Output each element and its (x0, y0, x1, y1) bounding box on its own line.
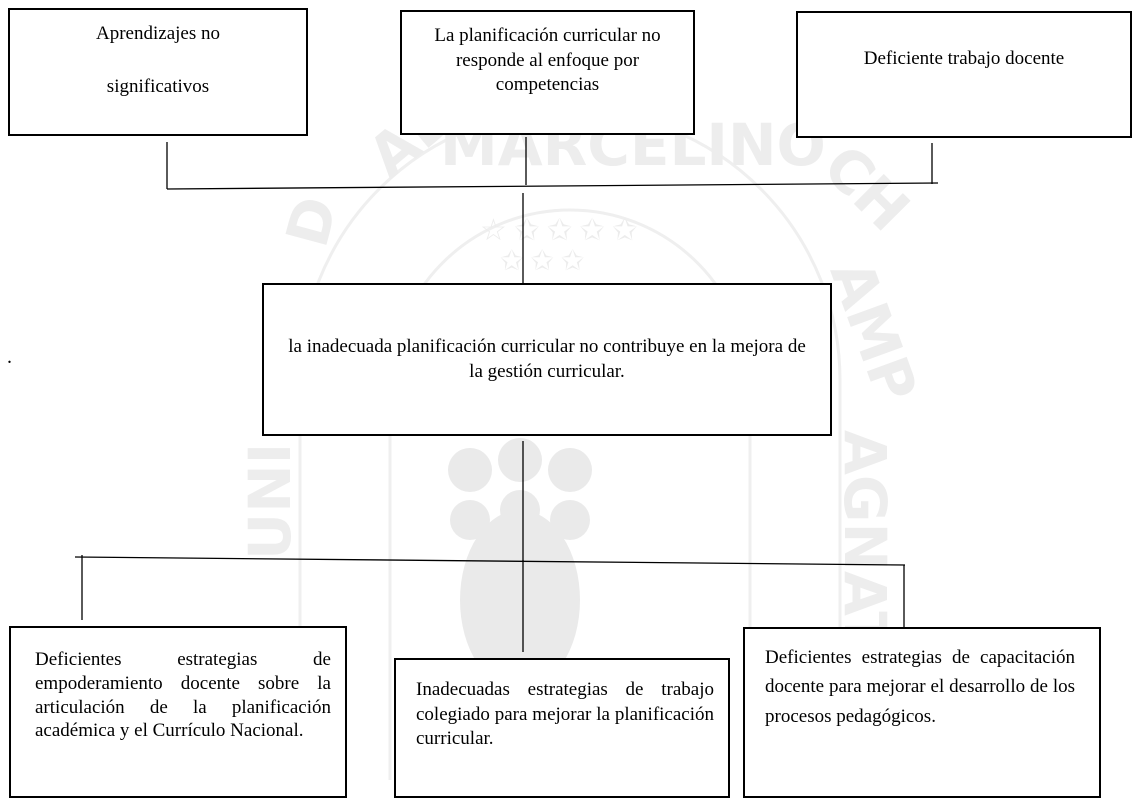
cause-label: Inadecuadas estrategias de trabajo coleg… (416, 679, 714, 750)
effect-label: Deficiente trabajo docente (863, 48, 1065, 69)
effect-box-planificacion: La planificación curricular no responde … (400, 10, 695, 135)
cause-box-trabajo-colegiado: Inadecuadas estrategias de trabajo coleg… (394, 658, 730, 798)
cause-label: Deficientes estrategias de capacitación … (765, 647, 1075, 727)
effect-label: La planificación curricular no responde … (434, 25, 661, 96)
effect-label-line-2: significativos (106, 75, 210, 97)
effect-box-trabajo-docente: Deficiente trabajo docente (796, 11, 1132, 138)
effect-box-aprendizajes: Aprendizajes no significativos (8, 8, 308, 136)
effect-label-line-1: Aprendizajes no (96, 23, 220, 44)
cause-label: Deficientes estrategias de empoderamient… (35, 649, 331, 742)
cause-box-empoderamiento: Deficientes estrategias de empoderamient… (9, 626, 347, 798)
cause-box-capacitacion: Deficientes estrategias de capacitación … (743, 627, 1101, 798)
central-problem-label: la inadecuada planificación curricular n… (288, 335, 806, 382)
stray-period: . (7, 346, 12, 368)
central-problem-box: la inadecuada planificación curricular n… (262, 283, 832, 436)
